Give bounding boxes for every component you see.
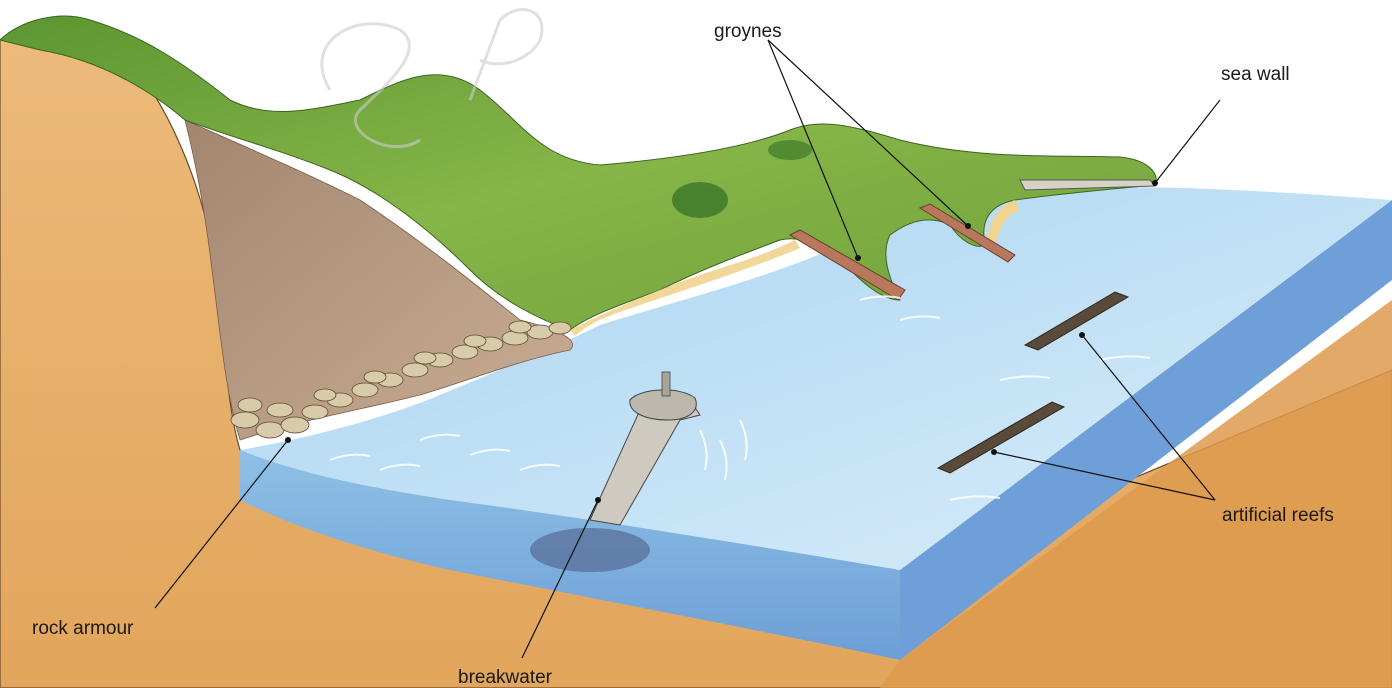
- watermark: [470, 10, 542, 100]
- label-rock-armour: rock armour: [32, 618, 134, 639]
- woodland: [672, 182, 728, 218]
- breakwater-light: [662, 372, 670, 396]
- breakwater-shadow: [530, 528, 650, 572]
- label-sea-wall: sea wall: [1221, 64, 1290, 85]
- label-artificial-reefs: artificial reefs: [1222, 505, 1334, 526]
- label-breakwater: breakwater: [458, 667, 553, 688]
- woodland: [768, 140, 812, 160]
- label-groynes: groynes: [714, 21, 782, 42]
